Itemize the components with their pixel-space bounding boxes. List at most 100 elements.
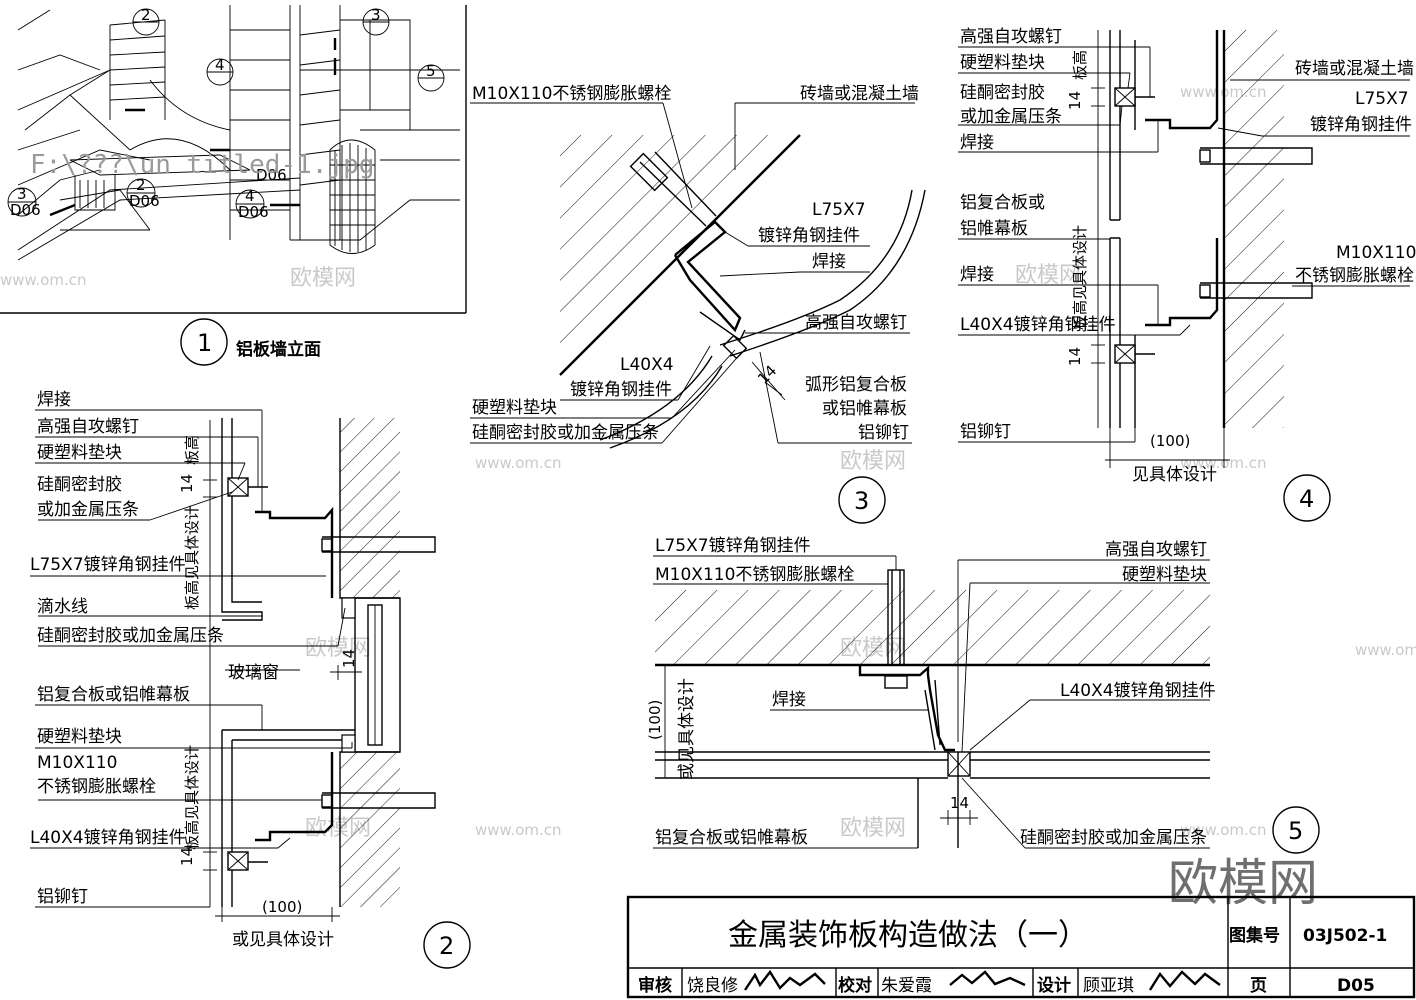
bubble-label: D06 bbox=[256, 166, 287, 184]
title-block: 金属装饰板构造做法（一） 图集号 03J502-1 审核 饶良修 校对 朱爱霞 … bbox=[626, 895, 1416, 999]
label: L40X4镀锌角钢挂件 bbox=[30, 828, 186, 848]
label: 滴水线 bbox=[37, 597, 88, 617]
label: 硅酮密封胶或加金属压条 bbox=[472, 423, 659, 443]
detail-4-section: 高强自攻螺钉 硬塑料垫块 硅酮密封胶 或加金属压条 焊接 铝复合板或 铝帷幕板 … bbox=[958, 27, 1416, 522]
watermark-brand-large: 欧模网 bbox=[1168, 854, 1318, 912]
label: 高强自攻螺钉 bbox=[805, 313, 907, 333]
watermark-brand: 欧模网 bbox=[290, 266, 356, 291]
label: M10X110 bbox=[37, 753, 117, 773]
check-label: 校对 bbox=[838, 975, 872, 996]
label: 高强自攻螺钉 bbox=[37, 417, 139, 437]
watermark-site: www.om.cn bbox=[1180, 454, 1267, 472]
label: 铝铆钉 bbox=[858, 423, 909, 443]
bubble-label: 5 bbox=[426, 62, 436, 80]
watermark-site: www.om.cn bbox=[1180, 821, 1267, 839]
label: 硬塑料垫块 bbox=[37, 443, 122, 463]
label: L40X4镀锌角钢挂件 bbox=[960, 315, 1116, 335]
bubble-label: 4 bbox=[215, 56, 225, 74]
watermark-brand: 欧模网 bbox=[840, 816, 906, 841]
vertical-note: 板高见具体设计 bbox=[183, 505, 201, 610]
watermark-site: www.om.cn bbox=[1355, 641, 1416, 659]
label: 或加金属压条 bbox=[960, 107, 1062, 127]
bubble-label: D06 bbox=[129, 192, 160, 210]
watermark-site: www.om.cn bbox=[0, 271, 87, 289]
detail-number: 1 bbox=[197, 329, 212, 357]
label: 铝复合板或铝帷幕板 bbox=[37, 685, 190, 705]
detail-number: 2 bbox=[439, 932, 454, 960]
vertical-note: 板高 bbox=[183, 435, 201, 465]
detail-title: 铝板墙立面 bbox=[236, 339, 321, 360]
watermark-brand: 欧模网 bbox=[305, 636, 371, 661]
dim-label: 14 bbox=[340, 649, 358, 668]
label: 硬塑料垫块 bbox=[960, 53, 1045, 73]
detail-1-elevation: 2 3 4 5 3 D06 2 D06 4 D06 D06 F:\???\un … bbox=[0, 5, 467, 366]
bubble-label: 2 bbox=[136, 176, 146, 194]
watermark-site: www.om.cn bbox=[475, 821, 562, 839]
label: 铝复合板或 bbox=[960, 193, 1045, 213]
designer-name: 顾亚琪 bbox=[1083, 976, 1134, 996]
bubble-label: D06 bbox=[238, 203, 269, 221]
label: 玻璃窗 bbox=[228, 663, 279, 683]
detail-number: 5 bbox=[1288, 817, 1303, 845]
label: 硬塑料垫块 bbox=[1122, 565, 1207, 585]
label: 焊接 bbox=[772, 690, 806, 710]
elevation-bubbles: 2 3 4 5 3 D06 2 D06 4 D06 D06 bbox=[7, 6, 445, 221]
label: 焊接 bbox=[960, 265, 994, 285]
sheet-title: 金属装饰板构造做法（一） bbox=[728, 918, 1088, 953]
vertical-note: 板高 bbox=[1071, 50, 1089, 80]
review-label: 审核 bbox=[638, 975, 672, 996]
bubble-label: 4 bbox=[245, 187, 255, 205]
vertical-note: 板高见具体设计 bbox=[1071, 225, 1089, 330]
designer-signature bbox=[1148, 970, 1221, 991]
file-path-artifact: F:\???\un titled-1.jpg bbox=[30, 150, 374, 180]
label: 镀锌角钢挂件 bbox=[758, 226, 860, 246]
watermark-brand: 欧模网 bbox=[1015, 263, 1081, 288]
dim-label: 或见具体设计 bbox=[232, 930, 334, 950]
detail-5-section: L75X7镀锌角钢挂件 M10X110不锈钢膨胀螺栓 焊接 铝复合板或铝帷幕板 … bbox=[646, 536, 1320, 854]
label: 弧形铝复合板 bbox=[805, 375, 907, 395]
label: M10X110 bbox=[1336, 243, 1416, 263]
label: 焊接 bbox=[812, 252, 846, 272]
detail-number: 4 bbox=[1299, 485, 1314, 513]
label: 铝铆钉 bbox=[960, 422, 1011, 442]
label: 硅酮密封胶或加金属压条 bbox=[37, 626, 224, 646]
label: L40X4镀锌角钢挂件 bbox=[1060, 681, 1216, 701]
label: 硅酮密封胶或加金属压条 bbox=[1020, 828, 1207, 848]
label: L75X7镀锌角钢挂件 bbox=[655, 536, 811, 556]
dim-label: 或见具体设计 bbox=[677, 678, 697, 780]
page-label: 页 bbox=[1250, 976, 1267, 996]
label: 或加金属压条 bbox=[37, 500, 139, 520]
label: 高强自攻螺钉 bbox=[1105, 540, 1207, 560]
checker-signature bbox=[949, 970, 1026, 987]
reviewer-signature bbox=[744, 969, 826, 991]
dim-label: (100) bbox=[646, 700, 664, 740]
label: 硅酮密封胶 bbox=[960, 83, 1045, 103]
dim-label: 14 bbox=[178, 847, 196, 866]
design-label: 设计 bbox=[1037, 975, 1071, 996]
page-number: D05 bbox=[1337, 976, 1375, 996]
bubble-label: D06 bbox=[10, 201, 41, 219]
dim-label: 14 bbox=[1066, 347, 1084, 366]
watermark-brand: 欧模网 bbox=[840, 449, 906, 474]
label: 铝复合板或铝帷幕板 bbox=[655, 828, 808, 848]
bubble-label: 2 bbox=[141, 6, 151, 24]
label: 或铝帷幕板 bbox=[822, 399, 907, 419]
watermark-site: www.om.cn bbox=[475, 454, 562, 472]
label: 镀锌角钢挂件 bbox=[570, 380, 672, 400]
watermark-layer: 欧模网 欧模网 欧模网 欧模网 欧模网 欧模网 欧模网 www.om.cn ww… bbox=[0, 83, 1416, 841]
dim-label: 见具体设计 bbox=[1132, 465, 1217, 485]
label: L75X7 bbox=[1355, 89, 1409, 109]
label: 焊接 bbox=[960, 133, 994, 153]
label: 镀锌角钢挂件 bbox=[1310, 115, 1412, 135]
label: 砖墙或混凝土墙 bbox=[800, 84, 919, 104]
atlas-number: 03J502-1 bbox=[1303, 926, 1387, 946]
label: 铝帷幕板 bbox=[960, 219, 1028, 239]
dim-label: 14 bbox=[754, 362, 780, 388]
label: 铝铆钉 bbox=[37, 887, 88, 907]
label: M10X110不锈钢膨胀螺栓 bbox=[472, 84, 671, 104]
label: L75X7 bbox=[812, 200, 866, 220]
label: 不锈钢膨胀螺栓 bbox=[1295, 266, 1414, 286]
label: M10X110不锈钢膨胀螺栓 bbox=[655, 565, 854, 585]
detail-3-section: M10X110不锈钢膨胀螺栓 砖墙或混凝土墙 L75X7 镀锌角钢挂件 焊接 高… bbox=[470, 84, 926, 524]
